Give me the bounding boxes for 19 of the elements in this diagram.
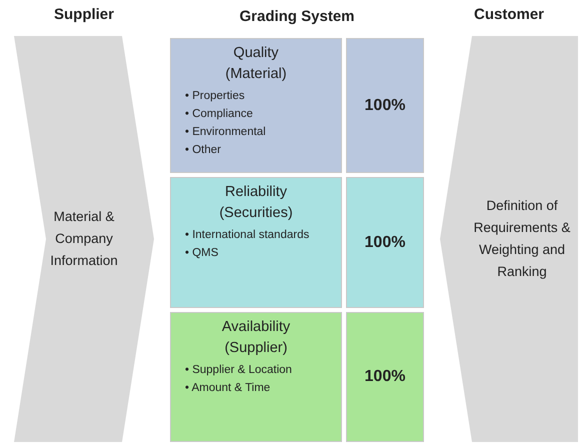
bullet-item: • Supplier & Location: [185, 363, 293, 378]
bullet-item: • Properties: [185, 89, 246, 104]
category-heading: Availability (Supplier): [220, 318, 292, 358]
category-heading: Quality (Material): [224, 44, 288, 84]
score-value: 100%: [364, 234, 406, 252]
bullet-item: • Environmental: [185, 125, 267, 140]
bullet-item: • Other: [185, 143, 222, 158]
column-heading: Supplier: [52, 6, 115, 23]
bullet-item: • QMS: [185, 246, 220, 261]
category-heading: Reliability (Securities): [218, 183, 294, 223]
score-value: 100%: [364, 368, 406, 386]
bullet-item: • Amount & Time: [185, 381, 272, 396]
section-heading: Grading System: [238, 8, 356, 25]
bullet-item: • International standards: [185, 228, 310, 243]
score-value: 100%: [364, 96, 406, 114]
column-heading: Customer: [472, 6, 545, 23]
bullet-item: • Compliance: [185, 107, 254, 122]
chevron-text: Material & Company Information: [49, 208, 119, 270]
chevron-text: Definition of Requirements & Weighting and Ranking: [472, 197, 572, 281]
